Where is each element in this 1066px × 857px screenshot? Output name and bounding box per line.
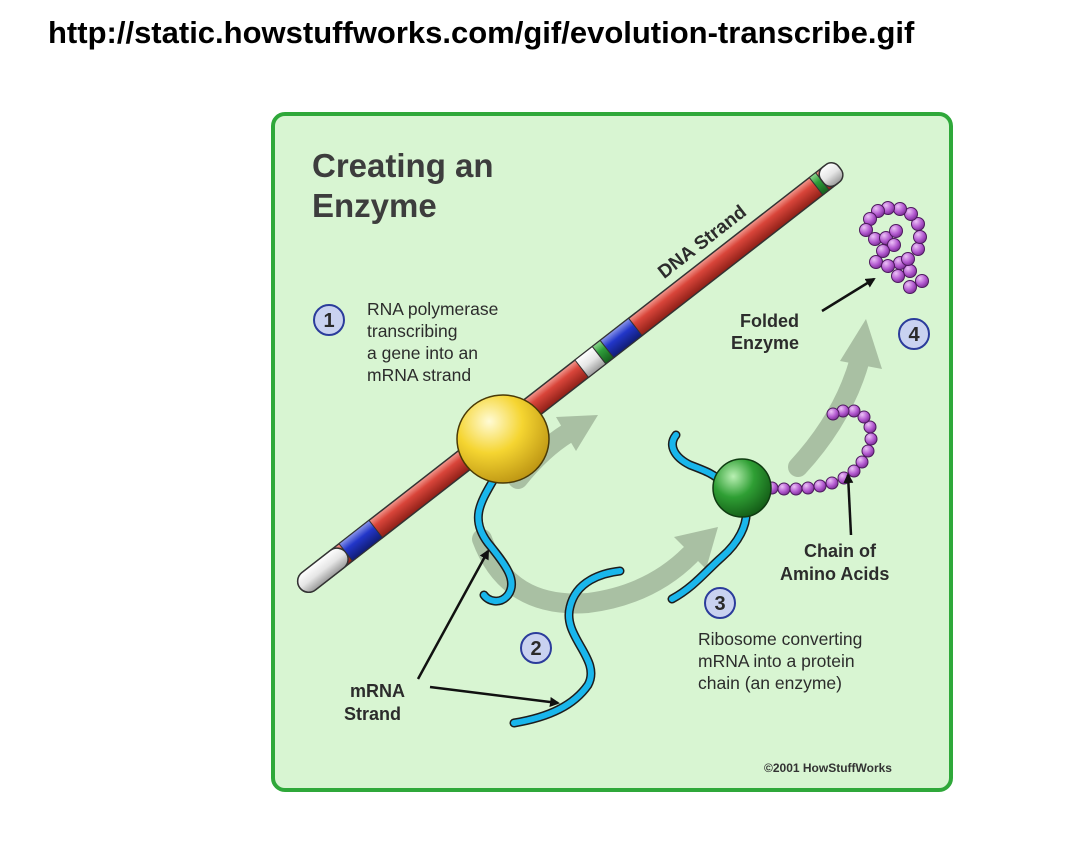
transcription-arrowhead <box>556 415 598 451</box>
mrna-pointer-lower <box>429 685 560 707</box>
svg-text:1: 1 <box>323 310 334 332</box>
amino-acid-chain <box>765 404 878 496</box>
amino-chain-pointer <box>843 473 854 536</box>
amino-chain-label-line-1: Chain of <box>804 541 877 561</box>
enzyme-diagram: Creating an Enzyme DNA Strand <box>271 112 953 792</box>
diagram-panel <box>271 112 953 792</box>
dna-blue-segment-mid <box>599 317 643 359</box>
step-badge-1: 1 <box>313 304 345 336</box>
amino-chain-label-line-2: Amino Acids <box>780 564 889 584</box>
rna-polymerase <box>456 394 550 484</box>
mrna-label-line-2: Strand <box>344 704 401 724</box>
svg-text:4: 4 <box>908 324 920 346</box>
diagram-title-line2: Enzyme <box>312 187 437 224</box>
step-1-text-line-4: mRNA strand <box>367 365 471 385</box>
folded-enzyme-pointer <box>821 277 876 313</box>
step-3-text-line-3: chain (an enzyme) <box>698 673 842 693</box>
mrna-pointer-upper <box>416 549 490 680</box>
copyright-text: ©2001 HowStuffWorks <box>764 761 892 775</box>
diagram-title-line1: Creating an <box>312 147 494 184</box>
folding-arrowhead <box>840 319 882 369</box>
step-badge-2: 2 <box>520 632 552 664</box>
dna-blue-segment-left <box>338 519 384 562</box>
folded-enzyme <box>859 201 929 294</box>
step-3-text-line-2: mRNA into a protein <box>698 651 855 671</box>
step-1-text-line-1: RNA polymerase <box>367 299 498 319</box>
step-3-text-line-1: Ribosome converting <box>698 629 862 649</box>
step-1-text-line-3: a gene into an <box>367 343 478 363</box>
ribosome <box>712 458 772 518</box>
transport-arrowhead <box>674 527 718 569</box>
dna-white-end-right <box>818 162 844 188</box>
step-badge-3: 3 <box>704 587 736 619</box>
step-badge-4: 4 <box>898 318 930 350</box>
folded-enzyme-label-line-2: Enzyme <box>731 333 799 353</box>
folded-enzyme-label-line-1: Folded <box>740 311 799 331</box>
page-title: http://static.howstuffworks.com/gif/evol… <box>48 15 915 50</box>
svg-text:3: 3 <box>714 593 725 615</box>
step-1-text-line-2: transcribing <box>367 321 457 341</box>
transport-arrow <box>472 529 700 614</box>
mrna-label-line-1: mRNA <box>350 681 405 701</box>
svg-text:2: 2 <box>530 638 541 660</box>
